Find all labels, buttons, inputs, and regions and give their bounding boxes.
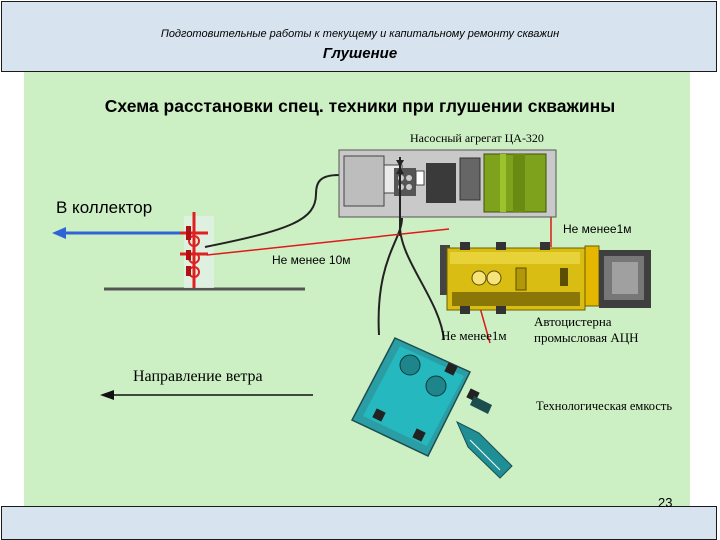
header-bar: Подготовительные работы к текущему и кап… [1, 1, 717, 72]
distance-label-tank: Не менее1м [441, 328, 507, 343]
footer-bar [1, 506, 717, 540]
collector-arrow-head [52, 227, 66, 239]
header-title: Глушение [322, 45, 398, 62]
tanker-hose [399, 225, 445, 341]
distance-label-well: Не менее 10м [272, 253, 351, 267]
distance-label-pump: Не менее1м [563, 222, 632, 236]
pump-hose [204, 174, 340, 248]
pump-unit-label: Насосный агрегат ЦА-320 [410, 131, 544, 145]
tech-tank-icon [350, 337, 513, 479]
wind-arrow-head [100, 390, 114, 400]
tanker-label: Автоцистерна промысловая АЦН [534, 314, 639, 345]
page-number: 23 [658, 495, 673, 510]
wellhead-icon [180, 212, 214, 288]
tech-tank-label: Технологическая емкость [536, 399, 673, 413]
header-subtitle: Подготовительные работы к текущему и кап… [160, 28, 560, 40]
pump-truck-icon [338, 149, 557, 236]
distance-line-well [206, 228, 450, 256]
wind-direction-label: Направление ветра [133, 368, 263, 385]
collector-label: В коллектор [56, 198, 153, 217]
diagram-title: Схема расстановки спец. техники при глуш… [104, 96, 616, 116]
tanker-truck-icon [440, 242, 651, 314]
